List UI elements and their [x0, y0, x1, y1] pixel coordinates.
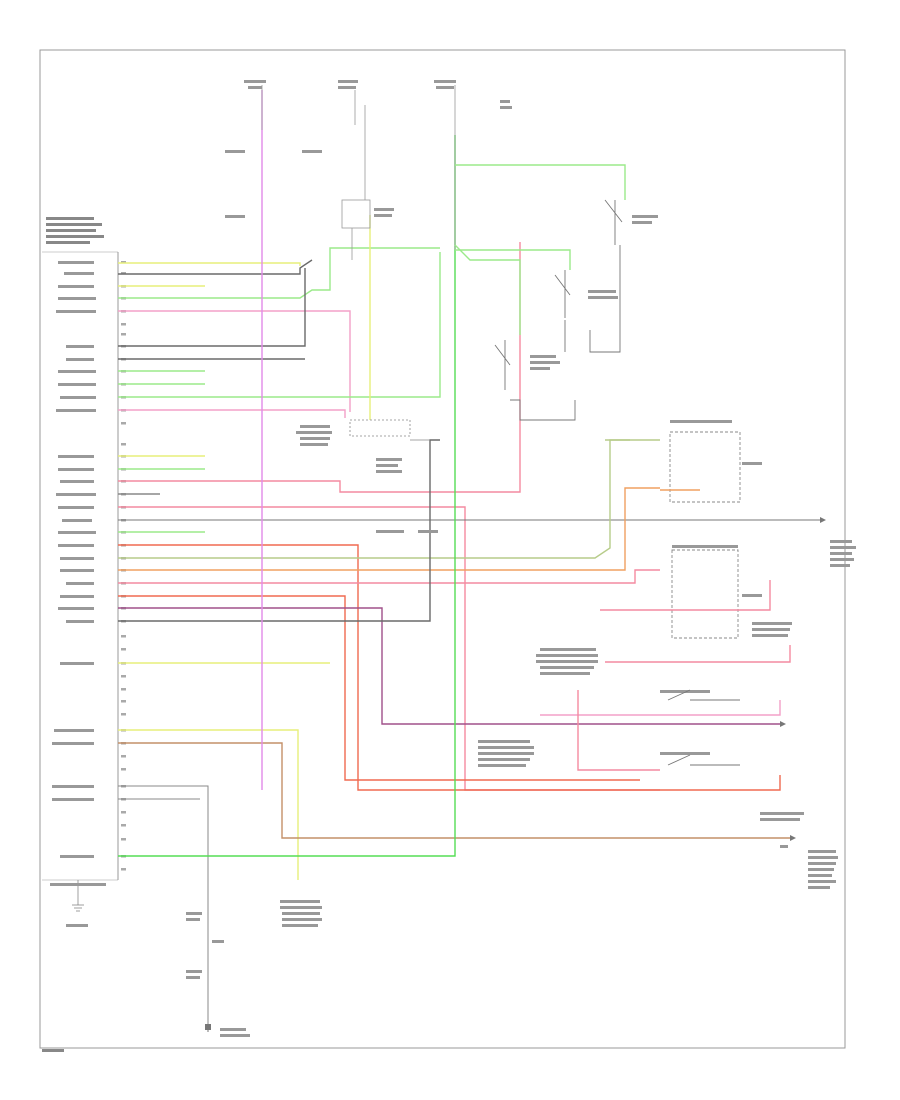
- module-pin-numbers: [121, 261, 126, 871]
- upper-right-wires: [454, 164, 626, 335]
- right-terminals: [780, 517, 826, 841]
- top-fuse-group: [261, 85, 456, 260]
- upper-switch-labels: [530, 215, 658, 370]
- right-module-top: [669, 431, 741, 639]
- module-wires: [118, 135, 820, 1030]
- upper-switches: [494, 199, 623, 421]
- module-pin-labels: [52, 261, 96, 858]
- right-side-wires: [540, 439, 791, 791]
- right-module-labels: [220, 420, 856, 1037]
- left-module: [42, 217, 126, 927]
- center-labels: [296, 425, 438, 533]
- diagram-frame: [39, 49, 846, 1049]
- bottom-wire-labels: [186, 912, 224, 979]
- figure-tag: [42, 1049, 64, 1052]
- connector-terminal: [205, 1024, 211, 1030]
- center-component: [349, 419, 430, 441]
- lower-right-switches: [667, 689, 740, 766]
- top-labels: [225, 80, 512, 218]
